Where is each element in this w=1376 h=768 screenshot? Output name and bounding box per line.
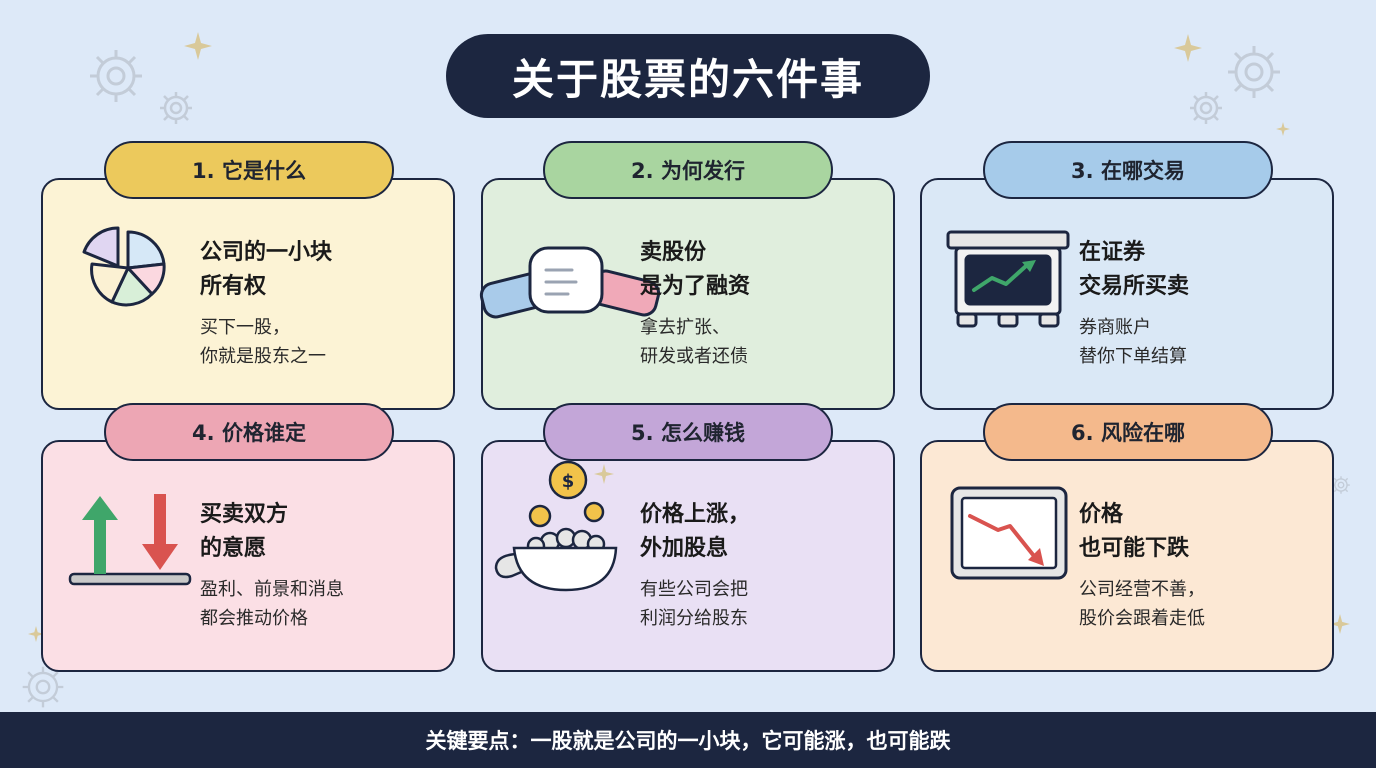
sparkle-icon — [1330, 614, 1350, 634]
sparkle-icon — [28, 626, 44, 642]
card-heading: 价格上涨， 外加股息 — [640, 502, 751, 561]
card-description: 有些公司会把 利润分给股东 — [640, 579, 748, 629]
gear-icon — [1228, 46, 1280, 98]
up-down-arrows-icon — [68, 494, 192, 586]
card-description: 公司经营不善， 股价会跟着走低 — [1079, 579, 1205, 629]
exchange-screen-icon — [946, 230, 1070, 328]
card-description: 盈利、前景和消息 都会推动价格 — [200, 579, 344, 629]
card-heading: 在证券 交易所买卖 — [1079, 240, 1190, 299]
coin-bowl-icon: $ — [494, 460, 618, 592]
svg-text:$: $ — [562, 471, 575, 492]
handshake-icon — [479, 246, 661, 319]
card-tab-where-risk: 6. 风险在哪 — [983, 403, 1273, 461]
sparkle-icon — [1174, 34, 1202, 62]
gear-icon — [90, 50, 142, 102]
card-tab-why-issue: 2. 为何发行 — [543, 141, 833, 199]
card-heading: 卖股份 是为了融资 — [640, 240, 751, 299]
card-tab-what-it-is: 1. 它是什么 — [104, 141, 394, 199]
sparkle-icon — [184, 32, 212, 60]
card-tab-who-sets-price: 4. 价格谁定 — [104, 403, 394, 461]
gear-icon — [22, 666, 64, 708]
card-description: 券商账户 替你下单结算 — [1079, 317, 1187, 367]
card-tab-how-earn: 5. 怎么赚钱 — [543, 403, 833, 461]
card-who-sets-price — [41, 440, 455, 672]
card-description: 买下一股， 你就是股东之一 — [200, 317, 326, 367]
gear-icon — [160, 92, 192, 124]
pie-chart-icon — [82, 226, 166, 307]
page-title: 关于股票的六件事 — [446, 34, 930, 118]
card-heading: 价格 也可能下跌 — [1079, 502, 1190, 561]
card-description: 拿去扩张、 研发或者还债 — [640, 317, 748, 367]
card-heading: 公司的一小块 所有权 — [200, 240, 333, 299]
gear-icon — [1190, 92, 1222, 124]
sparkle-icon — [1276, 122, 1290, 136]
falling-chart-icon — [950, 486, 1068, 580]
key-takeaway-bar: 关键要点：一股就是公司的一小块，它可能涨，也可能跌 — [0, 712, 1376, 768]
card-heading: 买卖双方 的意愿 — [200, 502, 289, 561]
card-tab-where-trade: 3. 在哪交易 — [983, 141, 1273, 199]
